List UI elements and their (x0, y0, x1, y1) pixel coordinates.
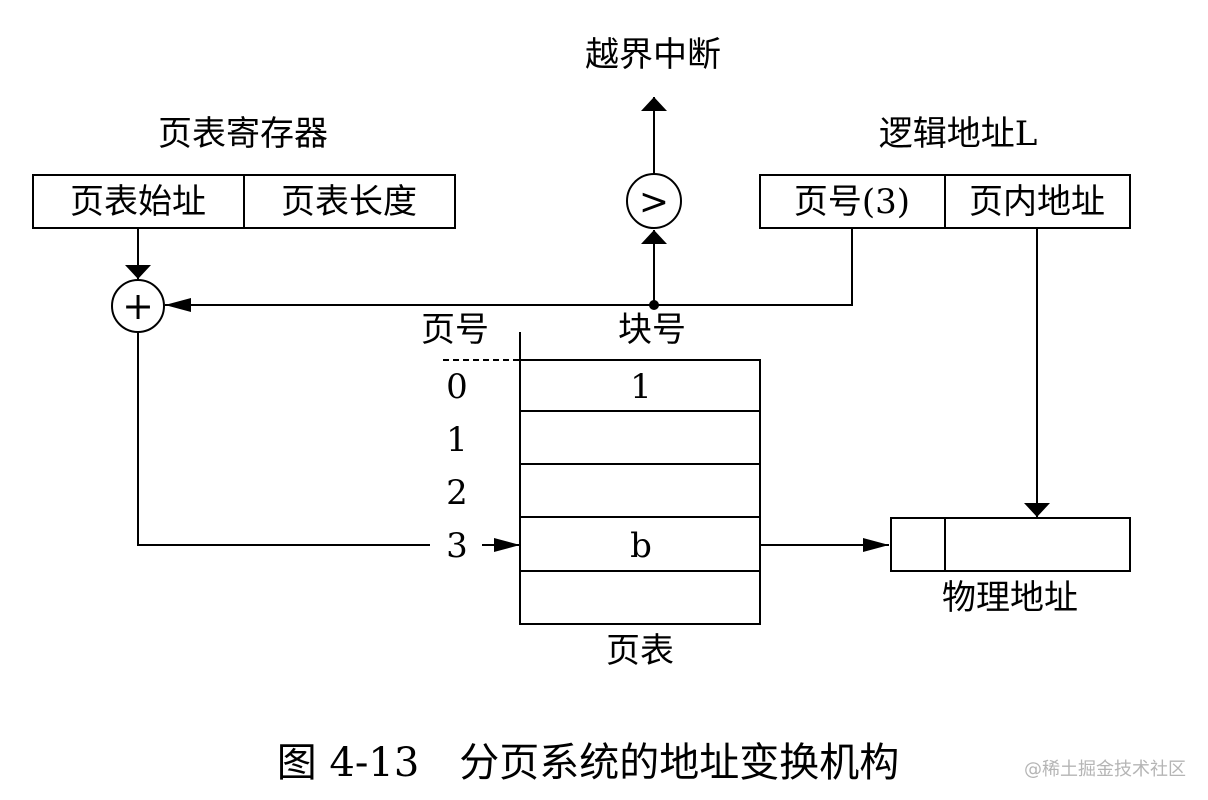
physical-address-register (890, 517, 1131, 572)
connector-lines (125, 97, 1050, 552)
watermark: @稀土掘金技术社区 (1024, 759, 1186, 780)
overflow-interrupt-label: 越界中断 (585, 35, 721, 75)
page-number-line (165, 228, 853, 312)
page-number-2: 2 (446, 473, 468, 513)
page-table (519, 359, 761, 625)
page-table-register (32, 174, 456, 229)
page-table-label: 页表 (606, 631, 674, 671)
page-table-start-address-field: 页表始址 (70, 182, 206, 222)
figure-caption: 图 4-13 分页系统的地址变换机构 (277, 740, 900, 786)
page-number-header: 页号 (421, 310, 489, 350)
page-number-0: 0 (446, 367, 468, 407)
page-number-3: 3 (446, 526, 468, 566)
logical-address-register (759, 174, 1131, 229)
page-number-1: 1 (446, 420, 468, 460)
junction-dot (649, 300, 659, 310)
block-value-row-3: b (630, 526, 652, 566)
page-offset-field: 页内地址 (969, 182, 1105, 222)
page-table-length-field: 页表长度 (281, 182, 417, 222)
block-number-header: 块号 (618, 310, 686, 350)
physical-address-label: 物理地址 (942, 578, 1078, 618)
page-number-field: 页号(3) (794, 182, 910, 222)
adder-symbol: + (122, 284, 154, 328)
page-table-register-title: 页表寄存器 (158, 114, 328, 154)
block-value-row-0: 1 (630, 367, 652, 407)
adder-to-table-line (137, 332, 430, 546)
comparator-symbol: > (639, 182, 669, 223)
logical-address-title: 逻辑地址L (879, 114, 1038, 154)
